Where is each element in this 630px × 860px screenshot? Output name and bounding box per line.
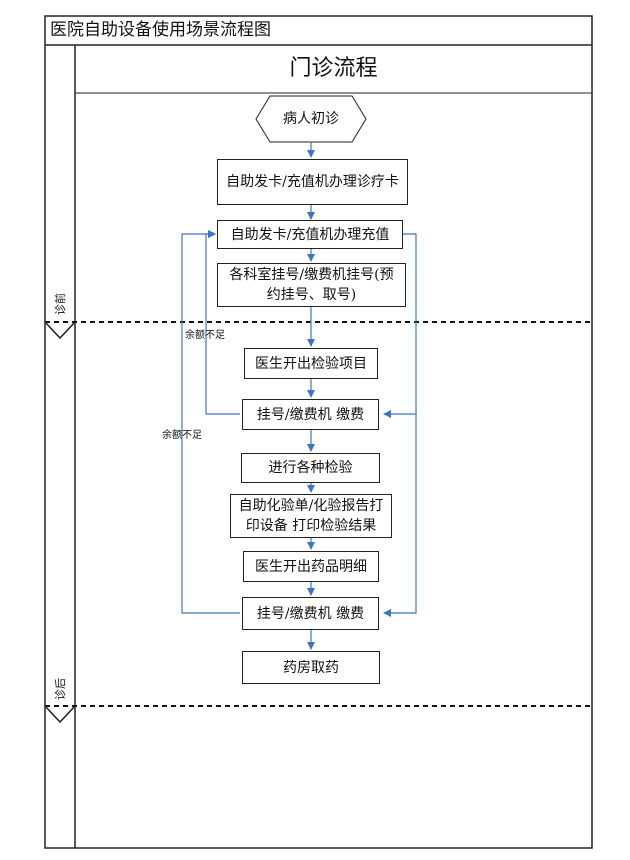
node-pay2-label: 挂号/缴费机 缴费 [256,605,365,622]
node-pay1-label: 挂号/缴费机 缴费 [256,406,365,423]
note-insufficient-1: 余额不足 [185,330,225,341]
node-register: 各科室挂号/缴费机挂号(预 约挂号、取号) [217,263,406,307]
node-recharge: 自助发卡/充值机办理充值 [217,220,403,249]
lane-chevron-pre [44,321,76,340]
arrow-recharge-to-pay1-right [383,233,417,418]
node-do-exam: 进行各种检验 [241,453,380,483]
start-hexagon [255,95,367,143]
lane-label-pre: 诊前 [54,293,67,315]
node-doctor-exam: 医生开出检验项目 [244,348,378,379]
note-insufficient-2: 余额不足 [162,430,202,441]
diagram-title: 医院自助设备使用场景流程图 [50,20,271,40]
node-start: 病人初诊 [283,111,339,127]
node-register-line1: 各科室挂号/缴费机挂号(预 [229,267,394,283]
arrow-pay1-insufficient [205,230,240,415]
lane-label-post: 诊后 [54,678,67,700]
node-pay2: 挂号/缴费机 缴费 [242,597,379,630]
node-pharmacy: 药房取药 [242,651,380,684]
outer-border [44,15,593,849]
node-doctor-drug: 医生开出药品明细 [243,551,379,582]
arrow-recharge-to-pay2-right [383,414,417,617]
node-pay1: 挂号/缴费机 缴费 [242,399,379,430]
node-pharmacy-label: 药房取药 [283,659,339,676]
node-register-line2: 约挂号、取号) [266,287,357,303]
node-doctor-drug-label: 医生开出药品明细 [255,558,367,575]
node-report-line2: 印设备 打印检验结果 [245,518,377,534]
arrow-pay2-insufficient [181,230,240,614]
node-do-exam-label: 进行各种检验 [268,460,353,476]
node-report-line1: 自助化验单/化验报告打 [238,498,384,514]
node-report: 自助化验单/化验报告打 印设备 打印检验结果 [230,494,392,538]
node-card-issue-label: 自助发卡/充值机办理诊疗卡 [226,174,399,190]
node-card-issue: 自助发卡/充值机办理诊疗卡 [217,159,408,205]
node-doctor-exam-label: 医生开出检验项目 [255,355,367,372]
lane-chevron-post [44,705,76,724]
section-title: 门诊流程 [289,56,378,81]
node-recharge-label: 自助发卡/充值机办理充值 [230,226,390,243]
